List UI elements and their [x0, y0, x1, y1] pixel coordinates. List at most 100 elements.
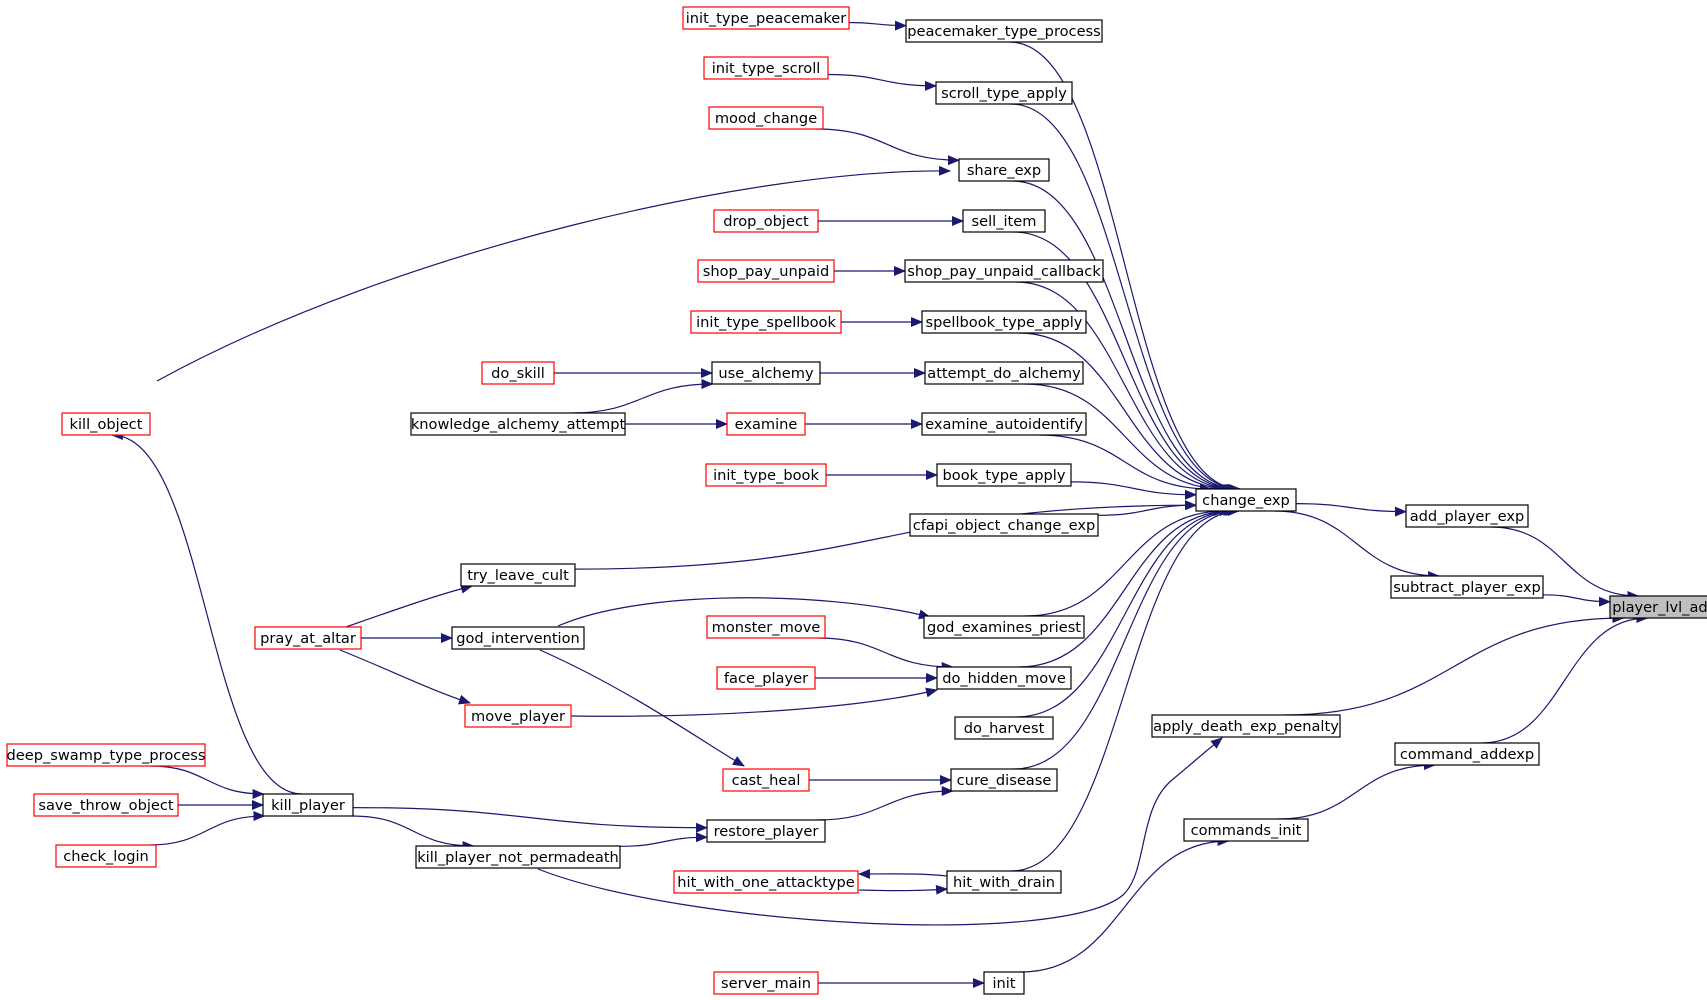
node-label: init_type_peacemaker [686, 10, 847, 27]
node-knowledge-alchemy-attempt[interactable]: knowledge_alchemy_attempt [410, 412, 626, 436]
node-spellbook-type-apply[interactable]: spellbook_type_apply [921, 310, 1087, 334]
edge-kill-player-to-restore-player [352, 807, 708, 833]
node-add-player-exp[interactable]: add_player_exp [1405, 504, 1529, 528]
edge-restore-player-to-cure-disease [817, 786, 954, 821]
node-cfapi-object-change-exp[interactable]: cfapi_object_change_exp [909, 513, 1099, 537]
node-box [697, 259, 835, 283]
node-label: server_main [721, 975, 811, 992]
node-box [1609, 595, 1707, 619]
node-box [962, 209, 1046, 233]
node-box [705, 463, 827, 487]
node-cure-disease[interactable]: cure_disease [950, 768, 1058, 792]
edge-examine-autoidentify-to-change-exp [1038, 434, 1212, 494]
node-box [958, 158, 1050, 182]
node-god-intervention[interactable]: god_intervention [451, 626, 585, 650]
node-do-harvest[interactable]: do_harvest [954, 716, 1054, 740]
node-move-player[interactable]: move_player [464, 704, 572, 728]
node-check-login[interactable]: check_login [55, 844, 157, 868]
edge-move-player-to-do-hidden-move [570, 687, 938, 717]
node-label: init_type_book [713, 467, 819, 484]
node-player-lvl-adj[interactable]: player_lvl_adj [1609, 595, 1707, 619]
node-label: save_throw_object [38, 797, 174, 814]
node-god-examines-priest[interactable]: god_examines_priest [923, 615, 1085, 639]
node-pray-at-altar[interactable]: pray_at_altar [254, 626, 362, 650]
node-label: mood_change [715, 110, 817, 127]
edge-share-exp-to-change-exp [1012, 180, 1239, 494]
node-init[interactable]: init [983, 971, 1025, 995]
node-label: cure_disease [957, 772, 1052, 789]
edge-book-type-apply-to-change-exp [1070, 481, 1197, 500]
edge-cure-disease-to-change-exp [1013, 506, 1238, 770]
edge-deep-swamp-type-process-to-kill-player [150, 765, 265, 799]
edge-add-player-exp-to-player-lvl-adj [1490, 526, 1640, 601]
edge-shop-pay-unpaid-callback-to-change-exp [1015, 281, 1236, 494]
node-subtract-player-exp[interactable]: subtract_player_exp [1390, 575, 1544, 599]
node-box [1394, 742, 1540, 766]
node-box [415, 845, 621, 869]
node-label: init_type_scroll [712, 60, 821, 77]
node-scroll-type-apply[interactable]: scroll_type_apply [935, 81, 1073, 105]
node-face-player[interactable]: face_player [716, 666, 816, 690]
node-attempt-do-alchemy[interactable]: attempt_do_alchemy [924, 361, 1084, 385]
node-drop-object[interactable]: drop_object [713, 209, 819, 233]
node-init-type-spellbook[interactable]: init_type_spellbook [690, 310, 842, 334]
node-commands-init[interactable]: commands_init [1183, 818, 1309, 842]
node-label: peacemaker_type_process [907, 23, 1101, 40]
node-box [950, 768, 1058, 792]
node-save-throw-object[interactable]: save_throw_object [33, 793, 179, 817]
node-change-exp[interactable]: change_exp [1195, 488, 1297, 512]
edge-do-hidden-move-to-change-exp [1018, 506, 1232, 668]
node-kill-player[interactable]: kill_player [262, 793, 354, 817]
node-label: scroll_type_apply [941, 85, 1067, 102]
node-box [936, 463, 1072, 487]
node-init-type-scroll[interactable]: init_type_scroll [703, 56, 829, 80]
node-mood-change[interactable]: mood_change [708, 106, 824, 130]
node-box [905, 19, 1103, 43]
node-cast-heal[interactable]: cast_heal [722, 768, 810, 792]
node-share-exp[interactable]: share_exp [958, 158, 1050, 182]
node-try-leave-cult[interactable]: try_leave_cult [460, 563, 576, 587]
node-init-type-book[interactable]: init_type_book [705, 463, 827, 487]
node-apply-death-exp-penalty[interactable]: apply_death_exp_penalty [1151, 714, 1341, 738]
node-label: player_lvl_adj [1612, 599, 1707, 616]
node-box [460, 563, 576, 587]
node-init-type-peacemaker[interactable]: init_type_peacemaker [682, 6, 850, 30]
edge-spellbook-type-apply-to-change-exp [1018, 332, 1232, 494]
node-peacemaker-type-process[interactable]: peacemaker_type_process [905, 19, 1103, 43]
edge-hit-with-drain-to-change-exp [1010, 506, 1240, 872]
node-kill-object[interactable]: kill_object [61, 412, 151, 436]
node-box [726, 412, 806, 436]
node-do-skill[interactable]: do_skill [481, 361, 555, 385]
node-examine-autoidentify[interactable]: examine_autoidentify [921, 412, 1087, 436]
node-kill-player-not-permadeath[interactable]: kill_player_not_permadeath [415, 845, 621, 869]
node-command-addexp[interactable]: command_addexp [1394, 742, 1540, 766]
node-label: god_intervention [456, 630, 580, 647]
node-label: kill_player_not_permadeath [417, 849, 619, 866]
node-book-type-apply[interactable]: book_type_apply [936, 463, 1072, 487]
node-label: subtract_player_exp [1393, 579, 1541, 596]
node-server-main[interactable]: server_main [713, 971, 819, 995]
node-examine[interactable]: examine [726, 412, 806, 436]
node-use-alchemy[interactable]: use_alchemy [711, 361, 821, 385]
node-monster-move[interactable]: monster_move [706, 615, 826, 639]
node-do-hidden-move[interactable]: do_hidden_move [936, 666, 1072, 690]
edge-monster-move-to-do-hidden-move [817, 637, 954, 672]
node-box [954, 716, 1054, 740]
node-label: move_player [471, 708, 565, 725]
node-box [703, 56, 829, 80]
node-box [722, 768, 810, 792]
edge-pray-at-altar-to-move-player [339, 649, 471, 705]
node-shop-pay-unpaid-callback[interactable]: shop_pay_unpaid_callback [904, 259, 1104, 283]
node-label: check_login [63, 848, 149, 865]
edge-change-exp-to-subtract-player-exp [1273, 510, 1441, 581]
node-hit-with-drain[interactable]: hit_with_drain [946, 870, 1062, 894]
node-deep-swamp-type-process[interactable]: deep_swamp_type_process [6, 743, 206, 767]
node-shop-pay-unpaid[interactable]: shop_pay_unpaid [697, 259, 835, 283]
edge-mood-change-to-share-exp [816, 128, 960, 166]
node-label: init [992, 975, 1015, 992]
node-hit-with-one-attacktype[interactable]: hit_with_one_attacktype [673, 870, 859, 894]
nodes-layer: player_lvl_adj add_player_exp subtract_pla… [6, 6, 1707, 995]
node-restore-player[interactable]: restore_player [706, 819, 826, 843]
node-sell-item[interactable]: sell_item [962, 209, 1046, 233]
node-label: examine_autoidentify [925, 416, 1083, 433]
